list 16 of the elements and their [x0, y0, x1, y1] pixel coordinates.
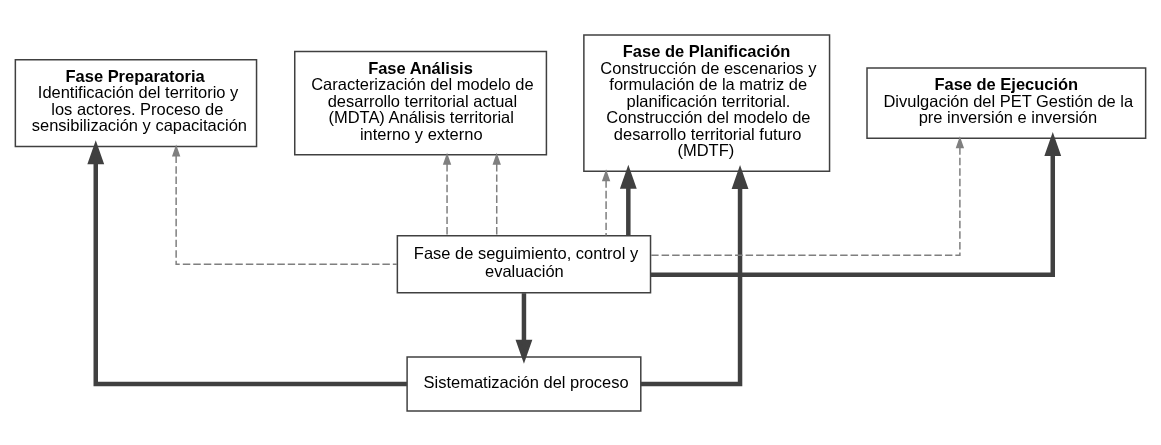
arrow — [650, 131, 1062, 277]
arrow — [171, 143, 398, 265]
arrow — [619, 164, 637, 235]
node-box: Fase Preparatoria Identificación del territorio y los actores. Proceso de sensibilización y capacitación — [14, 58, 258, 147]
node-box: Fase Análisis Caracterización del modelo de desarrollo territorial actual (MDTA) Análisis territorial interno y externo — [294, 50, 548, 156]
node-box: Fase de Ejecución Divulgación del PET Gestión de la pre inversión e inversión — [866, 66, 1147, 139]
arrow — [442, 152, 452, 236]
arrow — [492, 152, 501, 236]
arrow — [515, 292, 533, 364]
node-box: Fase de seguimiento, control y evaluación — [396, 234, 652, 293]
arrow — [87, 139, 407, 386]
node-box: Sistematización del proceso — [406, 355, 642, 412]
arrow — [601, 168, 611, 236]
node-box: Fase de Planificación Construcción de escenarios y formulación de la matriz de planificación territorial. Construcción del modelo de desarrollo territorial futuro (MDTF) — [583, 33, 831, 172]
arrow — [649, 135, 965, 256]
arrow — [640, 164, 749, 386]
